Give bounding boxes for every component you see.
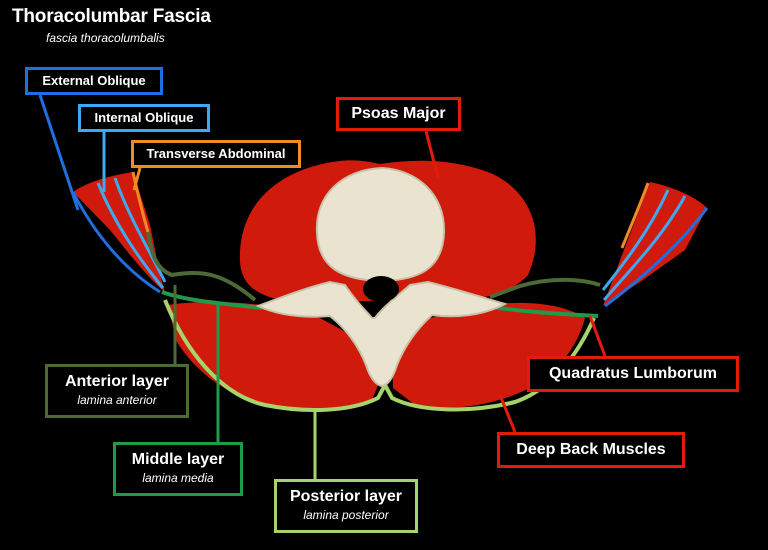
label-psoas-major-text: Psoas Major (351, 105, 446, 122)
label-transverse-abdominal-text: Transverse Abdominal (146, 146, 286, 161)
leader-deep-back (498, 394, 517, 433)
transverse-outline-right (620, 182, 650, 249)
abdominal-wall-right (603, 182, 707, 306)
label-external-oblique-text: External Oblique (42, 73, 146, 88)
label-internal-oblique-text: Internal Oblique (94, 110, 194, 125)
vertebra (255, 166, 508, 388)
vertebral-arch (255, 280, 508, 388)
transverse-outline-left (131, 171, 150, 233)
label-posterior-layer-text: Posterior layer (289, 488, 403, 505)
label-posterior-layer: Posterior layer lamina posterior (274, 479, 418, 533)
vertebral-foramen (363, 276, 399, 302)
leader-quadratus (588, 315, 607, 357)
label-anterior-layer-latin: lamina anterior (77, 393, 157, 407)
label-posterior-layer-latin: lamina posterior (303, 508, 389, 522)
label-psoas-major: Psoas Major (336, 97, 461, 131)
leader-external-oblique (38, 94, 80, 211)
external-oblique-outline-right (604, 207, 709, 308)
leader-psoas (424, 130, 440, 179)
label-anterior-layer: Anterior layer lamina anterior (45, 364, 189, 418)
label-middle-layer: Middle layer lamina media (113, 442, 243, 496)
label-external-oblique: External Oblique (25, 67, 163, 95)
page-subtitle: fascia thoracolumbalis (46, 31, 165, 45)
vertebral-body (315, 166, 446, 283)
page-title: Thoracolumbar Fascia (12, 6, 211, 27)
label-internal-oblique: Internal Oblique (78, 104, 210, 132)
label-deep-back-muscles-text: Deep Back Muscles (516, 441, 666, 458)
label-middle-layer-latin: lamina media (142, 471, 214, 485)
label-deep-back-muscles: Deep Back Muscles (497, 432, 685, 468)
label-quadratus-lumborum: Quadratus Lumborum (527, 356, 739, 392)
internal-oblique-outline-left (96, 177, 167, 289)
anterior-layer-line (146, 231, 601, 302)
label-transverse-abdominal: Transverse Abdominal (131, 140, 301, 168)
leader-transverse (132, 167, 142, 191)
label-quadratus-lumborum-text: Quadratus Lumborum (548, 365, 717, 382)
label-middle-layer-text: Middle layer (131, 451, 225, 468)
internal-oblique-outline-right (601, 189, 687, 301)
external-oblique-outline-left (71, 191, 161, 294)
label-anterior-layer-text: Anterior layer (64, 373, 170, 390)
